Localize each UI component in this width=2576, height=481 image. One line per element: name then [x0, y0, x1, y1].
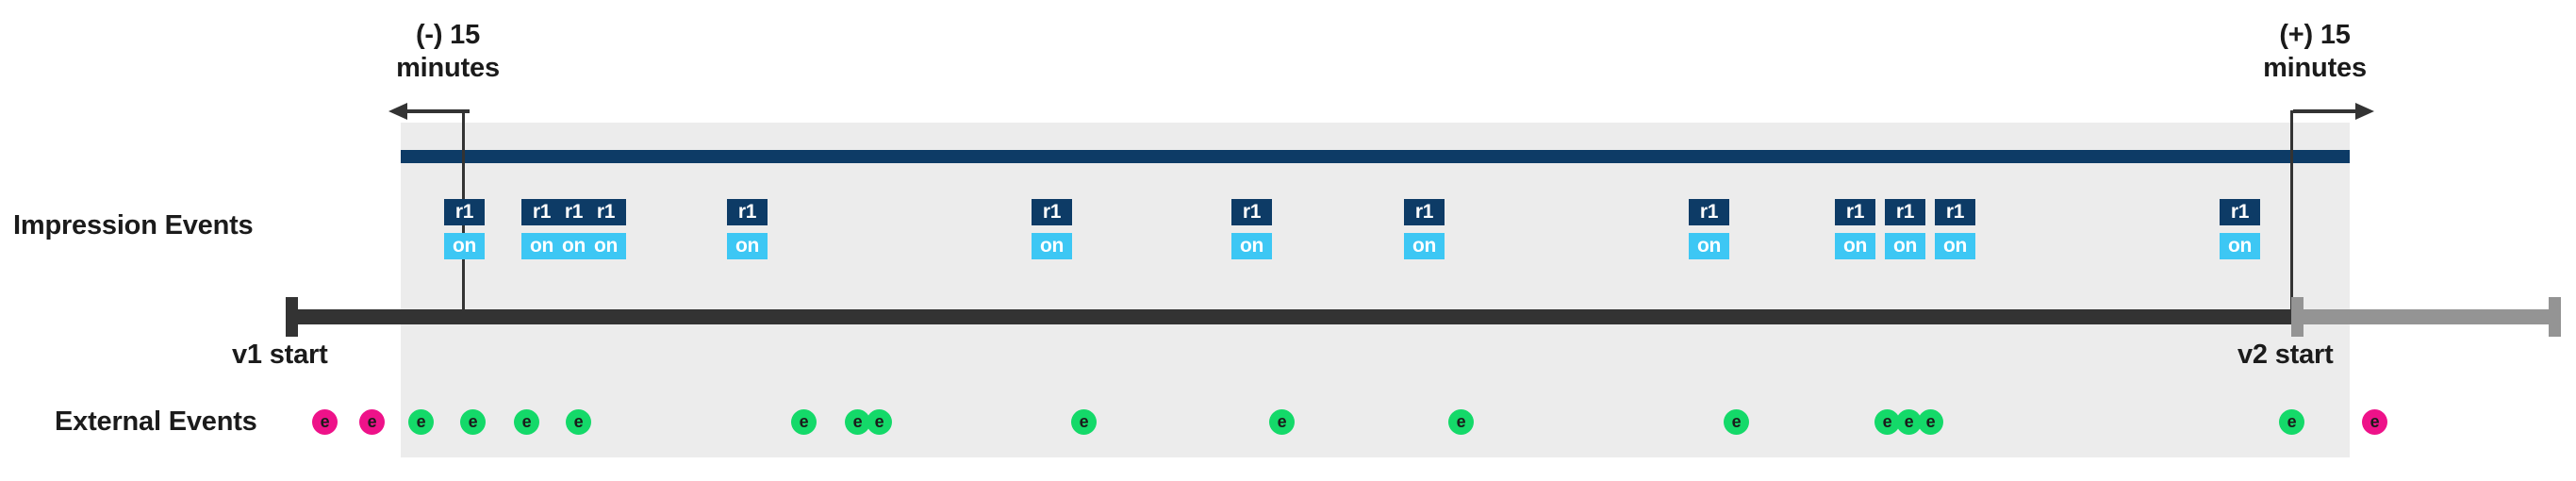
external-event-dot[interactable]: e: [1918, 409, 1943, 435]
external-event-dot[interactable]: e: [1874, 409, 1900, 435]
impression-rule-chip[interactable]: r1: [1231, 199, 1272, 225]
external-event-dot[interactable]: e: [408, 409, 434, 435]
external-event-dot[interactable]: e: [460, 409, 486, 435]
arrow-left-icon: [387, 99, 471, 124]
external-event-dot[interactable]: e: [1071, 409, 1097, 435]
left-callout-label: (-) 15 minutes: [396, 20, 500, 84]
impression-status-chip[interactable]: on: [586, 233, 626, 259]
impression-status-chip[interactable]: on: [2220, 233, 2260, 259]
impression-rule-chip[interactable]: r1: [727, 199, 768, 225]
impression-rule-chip[interactable]: r1: [1689, 199, 1729, 225]
impression-rule-chip[interactable]: r1: [1032, 199, 1072, 225]
impression-rule-chip[interactable]: r1: [1404, 199, 1445, 225]
right-boundary-line: [2290, 110, 2293, 322]
external-events-row-label: External Events: [55, 406, 257, 437]
impression-status-chip[interactable]: on: [727, 233, 768, 259]
impression-rule-chip[interactable]: r1: [2220, 199, 2260, 225]
arrow-right-glyph: [2293, 103, 2374, 120]
v2-start-caption: v2 start: [2237, 340, 2334, 370]
impression-events-row-label: Impression Events: [13, 210, 254, 240]
external-event-dot[interactable]: e: [312, 409, 338, 435]
impression-status-chip[interactable]: on: [1231, 233, 1272, 259]
external-event-dot[interactable]: e: [791, 409, 817, 435]
v2-axis-segment: [2291, 309, 2560, 324]
external-event-dot[interactable]: e: [1269, 409, 1295, 435]
impression-status-chip[interactable]: on: [1689, 233, 1729, 259]
external-event-dot[interactable]: e: [1896, 409, 1922, 435]
external-event-dot[interactable]: e: [1448, 409, 1474, 435]
impression-rule-chip[interactable]: r1: [1935, 199, 1975, 225]
impression-status-chip[interactable]: on: [1935, 233, 1975, 259]
impression-status-chip[interactable]: on: [1885, 233, 1925, 259]
external-event-dot[interactable]: e: [867, 409, 892, 435]
attribution-window-band: [401, 123, 2350, 457]
version-bar: [401, 150, 2350, 163]
v1-axis-segment: [286, 309, 2293, 324]
external-event-dot[interactable]: e: [2279, 409, 2304, 435]
impression-rule-chip[interactable]: r1: [1835, 199, 1875, 225]
arrow-left-glyph: [388, 103, 470, 120]
impression-rule-chip[interactable]: r1: [1885, 199, 1925, 225]
arrow-right-icon: [2291, 99, 2376, 124]
impression-status-chip[interactable]: on: [444, 233, 485, 259]
external-event-dot[interactable]: e: [359, 409, 385, 435]
external-event-dot[interactable]: e: [566, 409, 591, 435]
external-event-dot[interactable]: e: [514, 409, 539, 435]
impression-status-chip[interactable]: on: [1404, 233, 1445, 259]
external-event-dot[interactable]: e: [845, 409, 870, 435]
impression-status-chip[interactable]: on: [1032, 233, 1072, 259]
external-event-dot[interactable]: e: [1724, 409, 1749, 435]
impression-rule-chip[interactable]: r1: [586, 199, 626, 225]
impression-status-chip[interactable]: on: [1835, 233, 1875, 259]
v2-end-cap: [2549, 297, 2561, 337]
v1-start-caption: v1 start: [232, 340, 328, 370]
impression-rule-chip[interactable]: r1: [444, 199, 485, 225]
right-callout-label: (+) 15 minutes: [2263, 20, 2367, 84]
external-event-dot[interactable]: e: [2362, 409, 2387, 435]
